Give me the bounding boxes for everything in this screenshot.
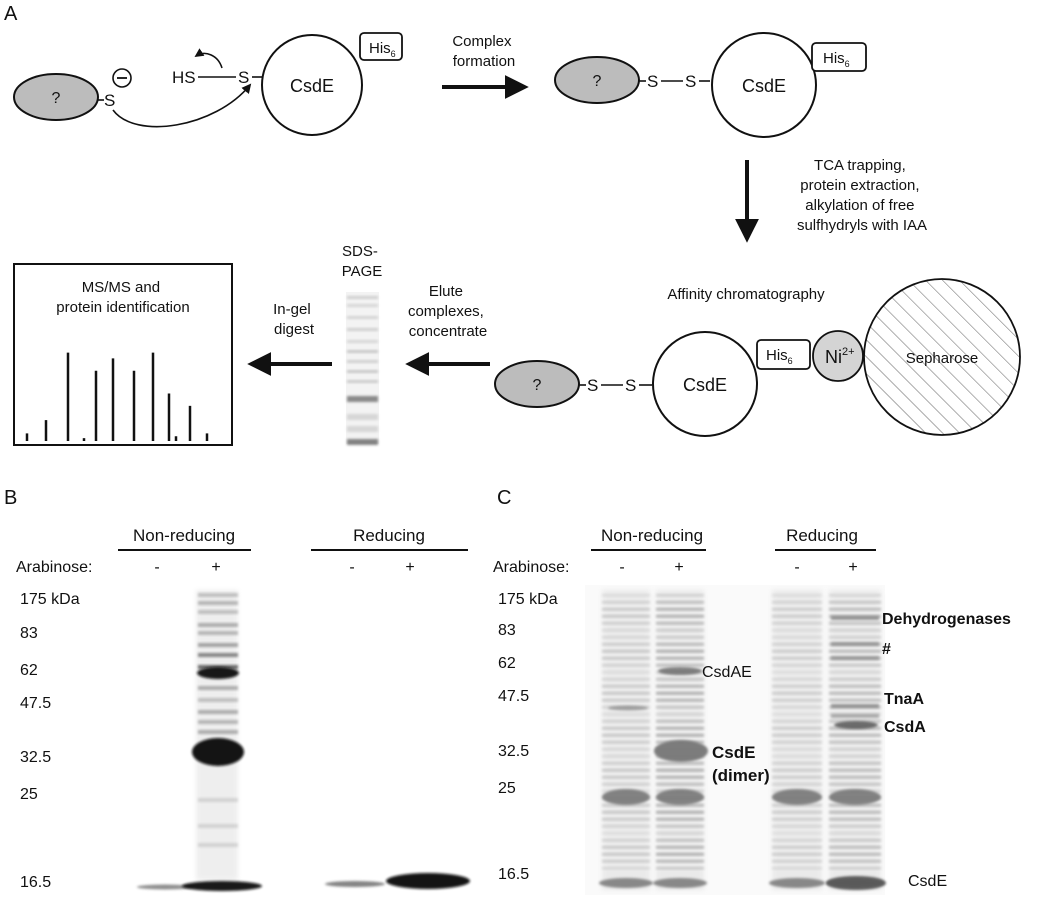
svg-text:Ni2+: Ni2+	[825, 346, 855, 367]
attack-arrow	[112, 83, 252, 128]
hs-label: HS	[172, 68, 196, 87]
marker-label: 32.5	[498, 743, 529, 760]
msms-box: MS/MS and protein identification	[13, 263, 233, 446]
nickel-ion: Ni2+	[812, 330, 864, 382]
b-gel-image	[137, 590, 470, 891]
panel-a-label: A	[4, 3, 18, 25]
his-tag-1: His6	[359, 32, 403, 61]
b-reducing-label: Reducing	[353, 526, 425, 545]
svg-text:CsdE: CsdE	[290, 76, 334, 96]
marker-label: 47.5	[20, 695, 51, 712]
marker-label: 83	[20, 625, 38, 642]
b-arabinose-label: Arabinose:	[16, 559, 93, 576]
marker-label: 62	[20, 662, 38, 679]
disulfide-s-3: S	[587, 376, 598, 395]
marker-label: 62	[498, 655, 516, 672]
trapping-note: TCA trapping, protein extraction, alkyla…	[797, 157, 927, 234]
in-gel-digest-label: In-gel digest	[273, 301, 315, 338]
csde-circle-2: CsdE	[711, 32, 817, 138]
svg-text:His6: His6	[823, 50, 850, 69]
marker-label: 47.5	[498, 688, 529, 705]
csde-circle-1: CsdE	[261, 34, 363, 136]
panel-c-label: C	[497, 487, 511, 509]
b-lane4-sign: +	[405, 559, 414, 576]
sepharose-bead: Sepharose	[863, 278, 1021, 436]
csde-circle-3: CsdE	[652, 331, 758, 437]
marker-label: 25	[20, 786, 38, 803]
complex-formation-label: Complex formation	[452, 33, 515, 70]
sds-page-gel-lane	[346, 292, 379, 445]
marker-label: 16.5	[20, 874, 51, 891]
marker-label: 16.5	[498, 866, 529, 883]
unknown-protein-right: ?	[554, 56, 640, 104]
csde-dimer-label: CsdE (dimer)	[712, 743, 770, 785]
thiolate-s: S	[104, 91, 115, 110]
c-marker-labels: 175 kDa 83 62 47.5 32.5 25 16.5	[498, 591, 558, 883]
disulfide-s-4: S	[625, 376, 636, 395]
c-lane4-sign: +	[848, 559, 857, 576]
c-lane3-sign: -	[794, 559, 799, 576]
svg-text:His6: His6	[369, 40, 396, 59]
b-marker-labels: 175 kDa 83 62 47.5 32.5 25 16.5	[20, 591, 80, 891]
disulfide-s-1: S	[647, 72, 658, 91]
c-lane1-sign: -	[619, 559, 624, 576]
b-nonreducing-label: Non-reducing	[133, 526, 235, 545]
csdae-label: CsdAE	[702, 664, 752, 681]
dehydrogenases-label: Dehydrogenases	[882, 611, 1011, 628]
marker-label: 175 kDa	[498, 591, 558, 608]
unknown-protein-left: ?	[13, 73, 99, 121]
csde-monomer-label: CsdE	[908, 873, 947, 890]
s-label-1: S	[238, 68, 249, 87]
msms-label: MS/MS and protein identification	[56, 279, 189, 316]
csda-label: CsdA	[884, 719, 926, 736]
elute-label: Elute complexes, concentrate	[408, 283, 488, 340]
unknown-protein-bottom: ?	[494, 360, 580, 408]
negative-charge-icon	[112, 68, 132, 88]
svg-text:?: ?	[593, 73, 602, 90]
mass-spectrum	[25, 352, 209, 441]
marker-label: 175 kDa	[20, 591, 80, 608]
svg-text:Sepharose: Sepharose	[906, 350, 979, 367]
sds-page-label: SDS- PAGE	[342, 243, 383, 280]
svg-text:CsdE: CsdE	[742, 76, 786, 96]
marker-label: 25	[498, 780, 516, 797]
affinity-chromatography-label: Affinity chromatography	[667, 286, 825, 303]
panel-b-label: B	[4, 487, 17, 509]
marker-label: 83	[498, 622, 516, 639]
b-lane3-sign: -	[349, 559, 354, 576]
b-lane2-sign: +	[211, 559, 220, 576]
his-tag-3: His6	[756, 339, 811, 370]
c-reducing-label: Reducing	[786, 526, 858, 545]
svg-text:?: ?	[52, 90, 61, 107]
svg-text:CsdE: CsdE	[683, 375, 727, 395]
c-arabinose-label: Arabinose:	[493, 559, 570, 576]
hash-label: #	[882, 641, 891, 658]
marker-label: 32.5	[20, 749, 51, 766]
leaving-proton-arrow	[194, 48, 223, 69]
his-tag-2: His6	[811, 42, 867, 72]
tnaa-label: TnaA	[884, 691, 924, 708]
svg-text:His6: His6	[766, 347, 793, 366]
disulfide-s-2: S	[685, 72, 696, 91]
c-nonreducing-label: Non-reducing	[601, 526, 703, 545]
b-lane1-sign: -	[154, 559, 159, 576]
c-lane2-sign: +	[674, 559, 683, 576]
c-gel-image	[585, 585, 886, 895]
svg-text:?: ?	[533, 377, 542, 394]
